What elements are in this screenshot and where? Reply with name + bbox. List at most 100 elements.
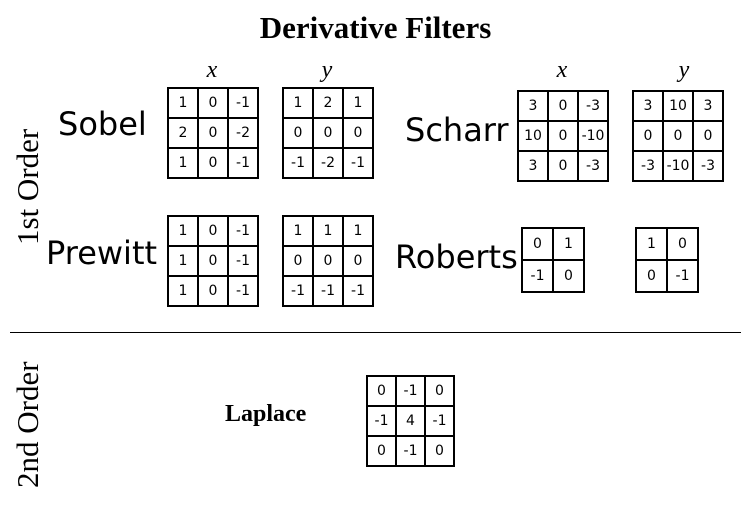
kernel-cell: 0 xyxy=(424,375,455,407)
kernel-cell: 0 xyxy=(197,275,229,307)
kernel-cell: 1 xyxy=(312,215,344,247)
kernel-cell: 0 xyxy=(552,259,585,293)
kernel-cell: 0 xyxy=(197,147,229,179)
kernel-cell: 1 xyxy=(282,215,314,247)
kernel-cell: 0 xyxy=(312,117,344,149)
kernel-cell: -1 xyxy=(312,275,344,307)
kernel-cell: -2 xyxy=(227,117,259,149)
kernel-cell: 0 xyxy=(197,117,229,149)
kernel-cell: 0 xyxy=(366,375,397,407)
scharr-x-axis-label: x xyxy=(556,57,568,83)
kernel-cell: -3 xyxy=(577,90,609,122)
kernel-cell: -1 xyxy=(395,435,426,467)
kernel-cell: -3 xyxy=(577,150,609,182)
kernel-cell: 0 xyxy=(547,120,579,152)
kernel-cell: 0 xyxy=(692,120,724,152)
kernel-cell: 0 xyxy=(312,245,344,277)
scharr-y-axis-label: y xyxy=(678,57,690,83)
kernel-cell: -1 xyxy=(282,275,314,307)
kernel-cell: 0 xyxy=(282,245,314,277)
kernel-cell: 1 xyxy=(167,275,199,307)
kernel-row: -3-10-3 xyxy=(632,150,724,182)
kernel-cell: 3 xyxy=(517,90,549,122)
kernel-cell: 4 xyxy=(395,405,426,437)
sobel-label: Sobel xyxy=(58,105,147,143)
kernel-cell: 1 xyxy=(167,87,199,119)
kernel-cell: 2 xyxy=(312,87,344,119)
kernel-cell: 0 xyxy=(424,435,455,467)
kernel-cell: 1 xyxy=(552,227,585,261)
kernel-cell: 1 xyxy=(282,87,314,119)
kernel-cell: -1 xyxy=(521,259,554,293)
kernel-cell: 1 xyxy=(342,87,374,119)
kernel-cell: 0 xyxy=(197,87,229,119)
laplace-label: Laplace xyxy=(225,401,307,427)
kernel-cell: 1 xyxy=(167,245,199,277)
kernel-cell: -1 xyxy=(227,147,259,179)
kernel-cell: -1 xyxy=(227,87,259,119)
kernel-cell: 0 xyxy=(662,120,694,152)
figure-title: Derivative Filters xyxy=(259,10,492,45)
kernel-cell: -2 xyxy=(312,147,344,179)
kernel-cell: 3 xyxy=(692,90,724,122)
kernel-row: -1-1-1 xyxy=(282,275,374,307)
kernel-cell: -3 xyxy=(692,150,724,182)
section-divider xyxy=(10,332,741,333)
kernel-cell: -10 xyxy=(662,150,694,182)
kernel-cell: 0 xyxy=(521,227,554,261)
sobel-x-axis-label: x xyxy=(206,57,218,83)
kernel-cell: 0 xyxy=(342,117,374,149)
kernel-cell: 0 xyxy=(366,435,397,467)
kernel-cell: 0 xyxy=(632,120,664,152)
kernel-cell: 0 xyxy=(635,259,668,293)
second-order-label: 2nd Order xyxy=(10,361,45,488)
kernel-cell: 0 xyxy=(547,150,579,182)
kernel-cell: 10 xyxy=(662,90,694,122)
sobel-y-axis-label: y xyxy=(321,57,333,83)
kernel-cell: 1 xyxy=(342,215,374,247)
kernel-cell: -1 xyxy=(395,375,426,407)
kernel-cell: 1 xyxy=(635,227,668,261)
first-order-label: 1st Order xyxy=(10,128,45,245)
kernel-cell: -1 xyxy=(227,275,259,307)
kernel-cell: -1 xyxy=(366,405,397,437)
kernel-cell: 0 xyxy=(547,90,579,122)
kernel-cell: 2 xyxy=(167,117,199,149)
roberts-label: Roberts xyxy=(395,238,518,276)
kernel-cell: 0 xyxy=(666,227,699,261)
kernel-cell: 3 xyxy=(517,150,549,182)
kernel-cell: -1 xyxy=(424,405,455,437)
kernel-cell: 1 xyxy=(167,147,199,179)
kernel-cell: 1 xyxy=(167,215,199,247)
kernel-cell: -3 xyxy=(632,150,664,182)
kernel-cell: 10 xyxy=(517,120,549,152)
kernel-cell: 0 xyxy=(342,245,374,277)
